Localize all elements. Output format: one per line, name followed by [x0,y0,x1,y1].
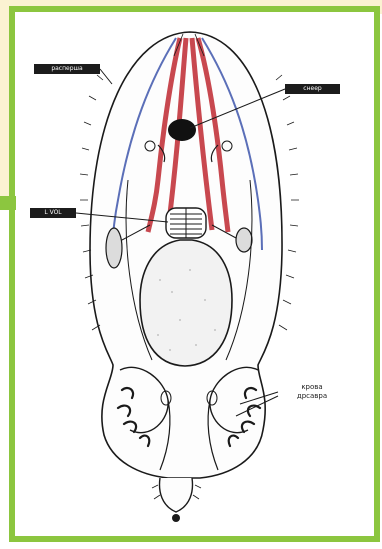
label-top-left: расперша [34,64,100,74]
label-bottom-right: крова дрсавра [280,383,344,401]
intestine [140,240,232,366]
pharynx [166,208,206,238]
ganglion [168,119,196,141]
label-bottom-right-line2: дрсавра [280,392,344,401]
label-top-right: снеер [285,84,340,94]
frame-tab [0,196,16,210]
label-bottom-right-line1: крова [280,383,344,392]
tail-tip [172,514,180,522]
lateral-organ-left [106,228,122,268]
lateral-organ-right [236,228,252,252]
label-mid-left: L VOL [30,208,76,218]
